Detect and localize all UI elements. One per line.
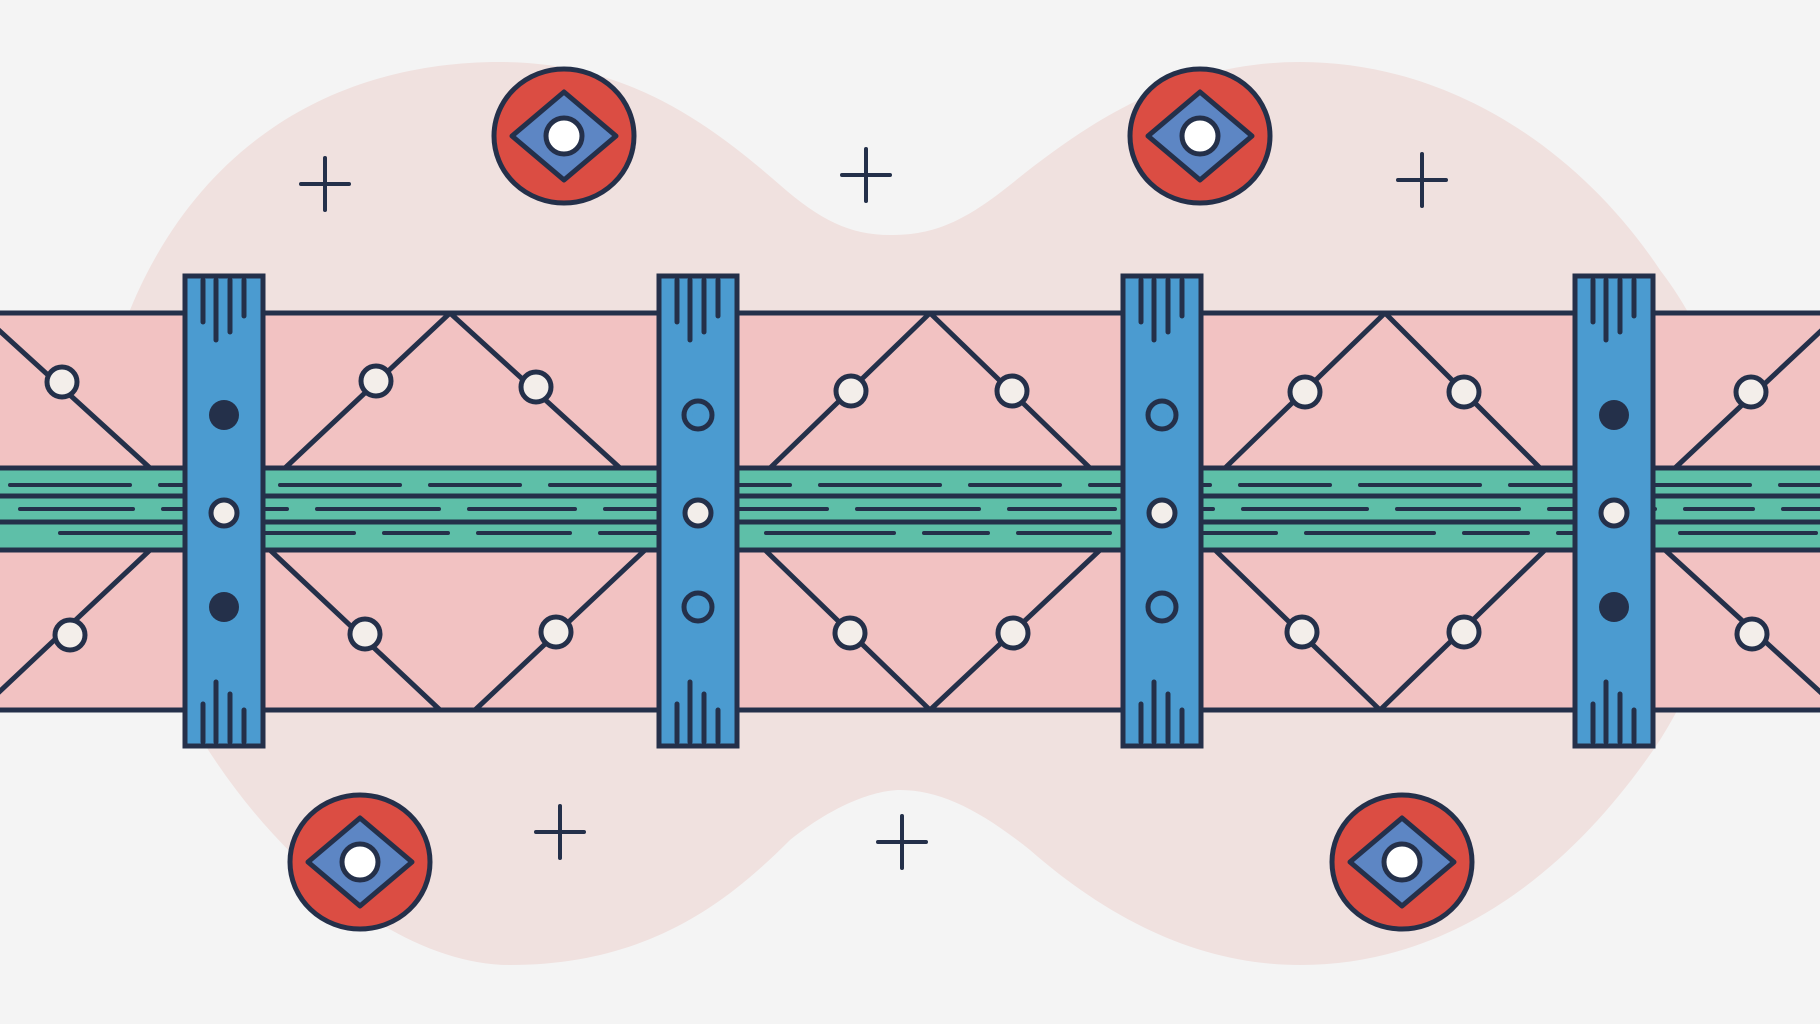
- medallion-eye: [1179, 115, 1221, 157]
- post-hole: [1599, 592, 1629, 622]
- post-hole-inner: [692, 601, 704, 613]
- plus-sparkle-icon: [876, 814, 928, 870]
- post-hole-inner: [692, 409, 704, 421]
- post-hole-inner: [1156, 601, 1168, 613]
- lattice-ring: [995, 615, 1031, 651]
- medallion-diamond-eye-icon: [1127, 66, 1273, 206]
- lattice-ring: [518, 369, 554, 405]
- diamond-lattice: [0, 310, 1820, 713]
- carved-post: [656, 273, 740, 749]
- post-hole: [682, 497, 714, 529]
- lattice-ring: [538, 614, 574, 650]
- medallion-eye: [543, 115, 585, 157]
- plus-sparkle-icon: [534, 804, 586, 860]
- lattice-ring: [994, 373, 1030, 409]
- carved-post: [1572, 273, 1656, 749]
- lattice-ring: [1287, 374, 1323, 410]
- post-hole-inner: [1156, 409, 1168, 421]
- lattice-ring: [358, 363, 394, 399]
- lattice-ring: [347, 616, 383, 652]
- post-hole: [1599, 400, 1629, 430]
- plus-sparkle-icon: [840, 147, 892, 203]
- medallion-diamond-eye-icon: [1329, 792, 1475, 932]
- lattice-ring: [832, 615, 868, 651]
- post-hole: [1598, 497, 1630, 529]
- post-hole: [209, 592, 239, 622]
- lattice-ring: [44, 364, 80, 400]
- lattice-ring: [1446, 614, 1482, 650]
- medallion-eye: [339, 841, 381, 883]
- carved-post: [1120, 273, 1204, 749]
- sparkles: [299, 147, 1448, 870]
- lattice-ring: [52, 617, 88, 653]
- lattice-ring: [1284, 614, 1320, 650]
- plus-sparkle-icon: [1396, 152, 1448, 208]
- post-hole: [209, 400, 239, 430]
- post-hole: [208, 497, 240, 529]
- lattice-ring: [833, 373, 869, 409]
- carved-post: [182, 273, 266, 749]
- plus-sparkle-icon: [299, 156, 351, 212]
- carved-posts: [182, 273, 1656, 749]
- medallions: [287, 66, 1475, 932]
- lattice-ring: [1446, 374, 1482, 410]
- post-body: [1572, 273, 1656, 749]
- lattice-ring: [1734, 616, 1770, 652]
- medallion-diamond-eye-icon: [491, 66, 637, 206]
- lattice-ring: [1733, 374, 1769, 410]
- medallion-diamond-eye-icon: [287, 792, 433, 932]
- medallion-eye: [1381, 841, 1423, 883]
- post-hole: [1146, 497, 1178, 529]
- teal-stripe: [0, 465, 1820, 553]
